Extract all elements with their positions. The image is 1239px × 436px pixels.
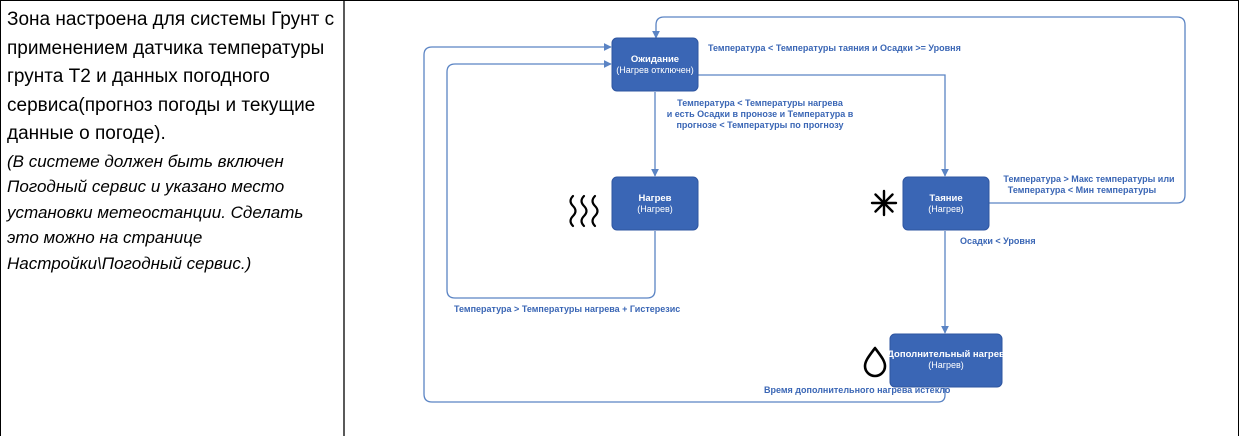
node-melting: Таяние (Нагрев) <box>902 176 990 231</box>
node-heating-subtitle: (Нагрев) <box>637 204 673 214</box>
snowflake-icon <box>870 189 898 217</box>
node-melting-subtitle: (Нагрев) <box>928 204 964 214</box>
edge-waiting-to-melting <box>698 74 949 177</box>
node-extra-heating: Дополнительный нагрев (Нагрев) <box>887 333 1005 388</box>
label-waiting-to-melting: Температура < Температуры таяния и Осадк… <box>708 43 961 53</box>
label-waiting-to-heating-1: Температура < Температуры нагрева <box>677 98 844 108</box>
edge-extra-to-waiting <box>423 43 946 403</box>
node-extra-heating-title: Дополнительный нагрев <box>887 349 1005 360</box>
heat-waves-icon <box>569 194 599 228</box>
label-melting-to-waiting-2: Температура < Мин температуры <box>1008 185 1157 195</box>
description-cell: Зона настроена для системы Грунт с приме… <box>7 6 337 276</box>
label-waiting-to-heating-2: и есть Осадки в пронозе и Температура в <box>667 109 854 119</box>
label-extra-to-waiting: Время дополнительного нагрева истекло <box>764 385 951 395</box>
label-heating-to-waiting: Температура > Температуры нагрева + Гист… <box>454 304 680 314</box>
node-extra-heating-subtitle: (Нагрев) <box>928 360 964 370</box>
description-text: Зона настроена для системы Грунт с приме… <box>7 9 335 144</box>
label-melting-to-extra: Осадки < Уровня <box>960 236 1036 246</box>
label-melting-to-waiting-1: Температура > Макс температуры или <box>1003 174 1174 184</box>
water-drop-icon <box>863 346 887 378</box>
node-waiting-subtitle: (Нагрев отключен) <box>616 65 694 75</box>
node-waiting: Ожидание (Нагрев отключен) <box>611 37 699 92</box>
node-waiting-title: Ожидание <box>631 54 679 65</box>
edge-heating-to-waiting <box>446 60 656 299</box>
edge-melting-to-waiting <box>652 16 1186 204</box>
node-heating: Нагрев (Нагрев) <box>611 176 699 231</box>
node-melting-title: Таяние <box>929 193 962 204</box>
description-note: (В системе должен быть включен Погодный … <box>7 151 304 273</box>
label-waiting-to-heating-3: прогнозе < Температуры по прогнозу <box>676 120 843 130</box>
node-heating-title: Нагрев <box>638 193 671 204</box>
